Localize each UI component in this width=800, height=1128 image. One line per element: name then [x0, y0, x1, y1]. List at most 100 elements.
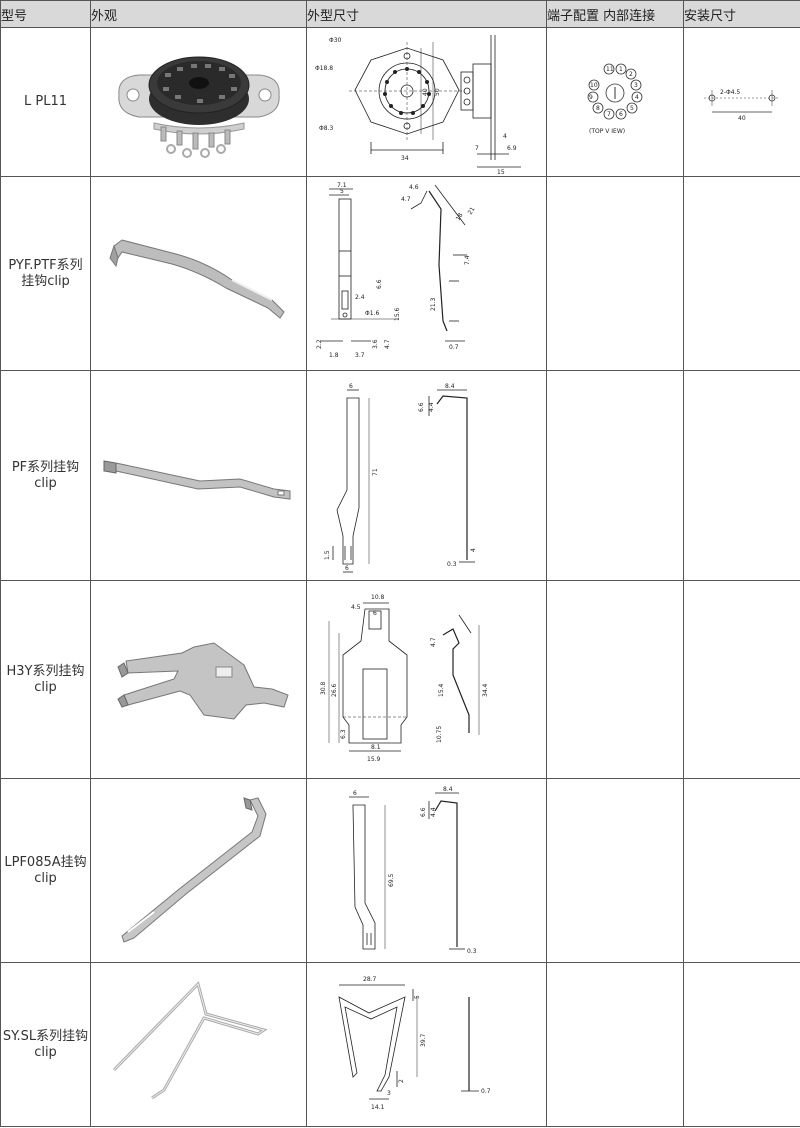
pin-label: 10 — [590, 82, 598, 89]
dimension-drawing-socket: Φ30 Φ18.8 Φ8.3 40 50 34 4 7 6.9 15 — [306, 27, 547, 177]
clip-photo — [94, 401, 304, 551]
dim-label: 4.4 — [430, 807, 437, 817]
dim-label: 21.3 — [430, 297, 437, 311]
dim-label: 15.6 — [394, 307, 401, 321]
mounting-cell-empty — [683, 778, 800, 963]
model-cell: SY.SL系列挂钩 clip — [0, 962, 91, 1127]
dim-label: 15.9 — [367, 756, 381, 763]
pin-label: 4 — [635, 94, 639, 101]
dim-label: 6.6 — [418, 402, 425, 412]
mounting-cell-empty — [683, 370, 800, 581]
dim-label: 34.4 — [482, 683, 489, 697]
table-row: PF系列挂钩 clip — [0, 370, 800, 581]
dim-label: 39.7 — [420, 1033, 427, 1047]
photo-sysl-clip — [90, 962, 307, 1127]
dim-label: 7.1 — [337, 182, 347, 189]
dim-label: 30.8 — [320, 681, 327, 695]
header-appearance: 外观 — [90, 0, 307, 28]
photo-socket — [90, 27, 307, 177]
dim-label: 0.3 — [467, 948, 477, 955]
dimension-drawing-pf: 6 8.4 6.6 4.4 71 1.5 6 0.3 4 — [306, 370, 547, 581]
clip-photo — [94, 786, 304, 956]
dim-label: Φ8.3 — [319, 125, 333, 132]
dim-label: 4.7 — [430, 637, 437, 647]
dim-label: 21 — [466, 206, 476, 216]
dim-label: 10.75 — [436, 725, 443, 742]
clip-photo — [94, 184, 304, 364]
dim-label: 6.9 — [507, 145, 517, 152]
pin-label: 7 — [607, 111, 611, 118]
header-terminal: 端子配置 内部连接 — [546, 0, 684, 28]
pin-label: 9 — [589, 94, 593, 101]
dim-label: 2.4 — [355, 294, 365, 301]
dim-label: 0.7 — [449, 344, 459, 351]
model-cell: LPF085A挂钩 clip — [0, 778, 91, 963]
model-name: H3Y系列挂钩 — [6, 663, 85, 679]
table-row: H3Y系列挂钩 clip — [0, 580, 800, 779]
dim-label: 4 — [503, 133, 507, 140]
lpf085a-dimension-drawing: 6 8.4 6.6 4.4 69.5 0.3 — [348, 786, 477, 955]
mounting-cell-empty — [683, 176, 800, 371]
clip-photo — [94, 595, 304, 765]
dim-label: 3 — [387, 1090, 391, 1097]
model-cell: L PL11 — [0, 27, 91, 177]
dim-label: 18 — [454, 212, 464, 222]
dim-label: 34 — [401, 155, 409, 162]
photo-lpf085a-clip — [90, 778, 307, 963]
pin-label: 2 — [629, 71, 633, 78]
pyf-dimension-drawing: 7.1 5 4.6 4.7 18 21 7.4 6.6 2.4 Φ1.6 15.… — [316, 182, 477, 359]
dim-label: 4.7 — [401, 196, 411, 203]
header-mounting: 安装尺寸 — [683, 0, 800, 28]
table-row: LPF085A挂钩 clip — [0, 778, 800, 963]
h3y-dimension-drawing: 10.8 4.5 6 4.7 30.8 26.6 15.4 34.4 6.3 8… — [320, 594, 489, 763]
dim-label: 71 — [372, 468, 379, 476]
terminal-cell-empty — [546, 778, 684, 963]
pin-label: 6 — [619, 111, 623, 118]
mounting-cell-empty — [683, 580, 800, 779]
dim-label: 69.5 — [388, 873, 395, 887]
dim-label: 4.6 — [409, 184, 419, 191]
terminal-cell-empty — [546, 580, 684, 779]
dim-label: 50 — [434, 88, 441, 96]
header-dimensions: 外型尺寸 — [306, 0, 547, 28]
photo-pf-clip — [90, 370, 307, 581]
pin-label: 3 — [634, 82, 638, 89]
photo-h3y-clip — [90, 580, 307, 779]
dim-label: 3.7 — [355, 352, 365, 359]
dim-label: Φ18.8 — [315, 65, 333, 72]
dim-label: 6.6 — [376, 279, 383, 289]
dim-label: 2 — [398, 1079, 405, 1083]
model-subtitle: clip — [34, 679, 57, 695]
dim-label: 0.3 — [447, 561, 457, 568]
terminal-cell-empty — [546, 370, 684, 581]
socket-photo — [99, 37, 299, 167]
dim-label: 4.5 — [351, 604, 361, 611]
dim-label: 28.7 — [363, 976, 377, 983]
pin-layout-diagram: 11 1 2 3 4 5 6 7 8 9 10 (TOP V IEW) — [587, 63, 643, 135]
dim-label: 26.6 — [331, 683, 338, 697]
dimension-drawing-pyf: 7.1 5 4.6 4.7 18 21 7.4 6.6 2.4 Φ1.6 15.… — [306, 176, 547, 371]
pin-label: 5 — [630, 105, 634, 112]
dim-label: Φ1.6 — [365, 310, 379, 317]
table-row: PYF.PTF系列 挂钩clip — [0, 176, 800, 371]
table-row: L PL11 — [0, 27, 800, 177]
dim-label: 8.1 — [371, 744, 381, 751]
socket-dimension-drawing: Φ30 Φ18.8 Φ8.3 40 50 34 4 7 6.9 15 — [315, 34, 521, 175]
pin-view-caption: (TOP V IEW) — [589, 128, 625, 135]
dimension-drawing-h3y: 10.8 4.5 6 4.7 30.8 26.6 15.4 34.4 6.3 8… — [306, 580, 547, 779]
dim-label: 1.8 — [329, 352, 339, 359]
model-subtitle: clip — [34, 475, 57, 491]
mounting-hole-drawing: 2-Φ4.5 40 — [704, 89, 780, 122]
dim-label: 6 — [353, 790, 357, 797]
dim-label: 6 — [349, 383, 353, 390]
terminal-cell-empty — [546, 176, 684, 371]
dim-label: 2.2 — [316, 339, 323, 349]
dim-label: 10.8 — [371, 594, 385, 601]
model-cell: H3Y系列挂钩 clip — [0, 580, 91, 779]
dim-label: 7 — [475, 145, 479, 152]
mounting-cell-empty — [683, 962, 800, 1127]
sysl-dimension-drawing: 28.7 5 39.7 2 3 14.1 0.7 — [337, 976, 490, 1111]
dim-label: 1.5 — [324, 550, 331, 560]
dim-label: 5 — [414, 995, 421, 999]
model-name: PYF.PTF系列 — [8, 257, 83, 273]
